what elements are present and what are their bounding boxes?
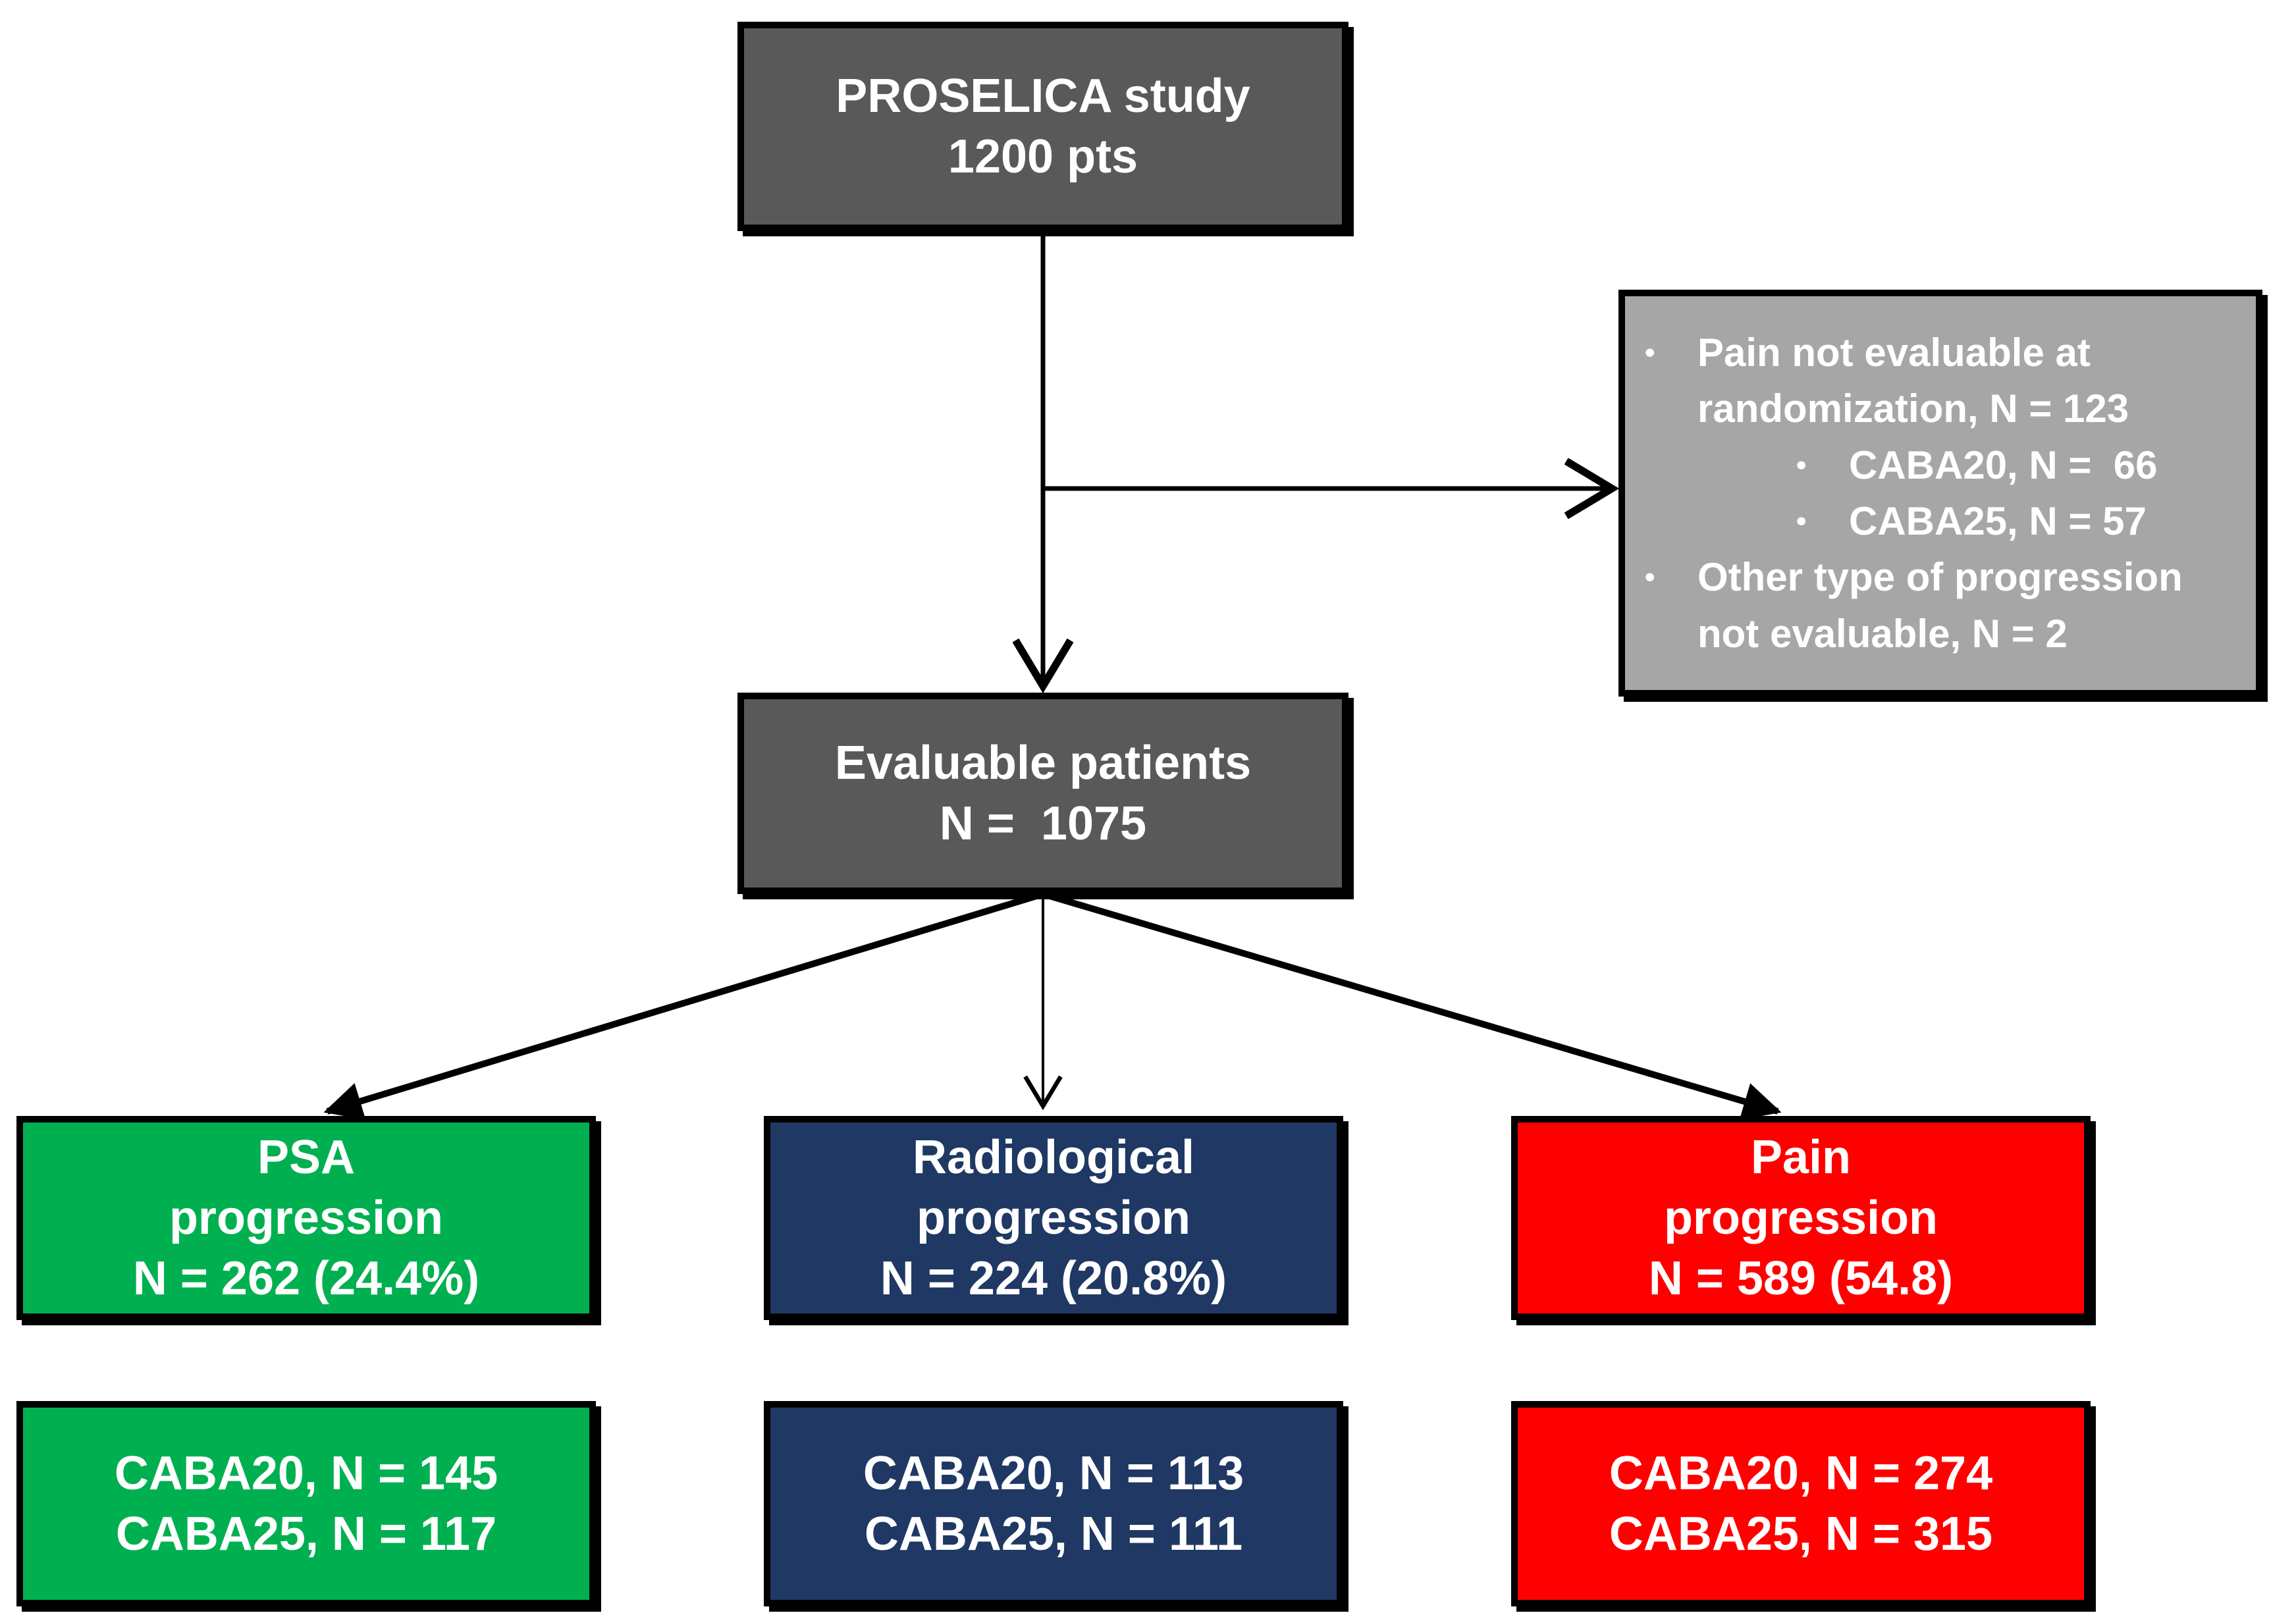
pain-arms-text: CABA20, N = 274 CABA25, N = 315 xyxy=(1609,1446,1993,1560)
exclusion-item: • Pain not evaluable at randomization, N… xyxy=(1645,325,2223,437)
radiological-progression-box: Radiological progression N = 224 (20.8%) xyxy=(764,1116,1343,1320)
exclusion-box: • Pain not evaluable at randomization, N… xyxy=(1618,290,2262,697)
exclusion-subitem-text: CABA20, N = 66 xyxy=(1849,442,2158,487)
pain-progression-text: Pain progression N = 589 (54.8) xyxy=(1648,1130,1954,1306)
pain-arms-box: CABA20, N = 274 CABA25, N = 315 xyxy=(1511,1401,2091,1606)
exclusion-subitem: • CABA20, N = 66 xyxy=(1796,437,2223,493)
exclusion-item: • Other type of progression not evaluabl… xyxy=(1645,549,2223,661)
psa-progression-text: PSA progression N = 262 (24.4%) xyxy=(132,1130,480,1306)
study-title-text: PROSELICA study 1200 pts xyxy=(836,69,1250,183)
evaluable-patients-box: Evaluable patients N = 1075 xyxy=(737,693,1348,894)
arrow-fan-left-psa xyxy=(323,891,1044,1120)
radiological-arms-text: CABA20, N = 113 CABA25, N = 111 xyxy=(863,1446,1244,1560)
bullet-icon: • xyxy=(1796,505,1807,537)
study-title-box: PROSELICA study 1200 pts xyxy=(737,22,1348,231)
psa-progression-box: PSA progression N = 262 (24.4%) xyxy=(16,1116,596,1320)
bullet-icon: • xyxy=(1796,448,1807,481)
psa-arms-box: CABA20, N = 145 CABA25, N = 117 xyxy=(16,1401,596,1606)
exclusion-subitem: • CABA25, N = 57 xyxy=(1796,493,2223,549)
exclusion-item-text: Other type of progression not evaluable,… xyxy=(1697,555,2194,656)
evaluable-patients-text: Evaluable patients N = 1075 xyxy=(834,736,1252,850)
exclusion-item-text: Pain not evaluable at randomization, N =… xyxy=(1697,331,2129,431)
pain-progression-box: Pain progression N = 589 (54.8) xyxy=(1511,1116,2091,1320)
radiological-arms-box: CABA20, N = 113 CABA25, N = 111 xyxy=(764,1401,1343,1606)
exclusion-subitem-text: CABA25, N = 57 xyxy=(1849,499,2147,543)
arrow-fan-right-pain xyxy=(1042,891,1782,1121)
bullet-icon: • xyxy=(1645,336,1655,369)
psa-arms-text: CABA20, N = 145 CABA25, N = 117 xyxy=(114,1446,498,1560)
bullet-icon: • xyxy=(1645,561,1655,594)
radiological-progression-text: Radiological progression N = 224 (20.8%) xyxy=(880,1130,1227,1306)
